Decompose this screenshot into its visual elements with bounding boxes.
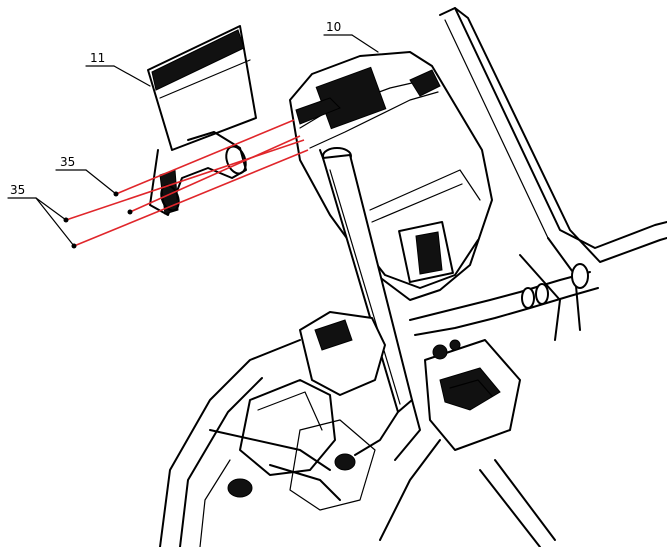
- callout-11: 11: [85, 51, 151, 87]
- center-post: [322, 147, 421, 461]
- callout-label-10: 10: [326, 20, 341, 34]
- callout-35-lower: 35: [7, 183, 75, 247]
- callout-label-35-upper: 35: [60, 155, 75, 169]
- assembly-guide-lines: [65, 119, 309, 247]
- callout-10: 10: [323, 20, 379, 53]
- pivot-bolt-icon: [227, 478, 253, 498]
- lower-frame: [159, 311, 556, 547]
- screws: [63, 191, 133, 249]
- screw-icon: [127, 209, 133, 215]
- callout-35-upper: 35: [55, 155, 117, 195]
- cup-holder: [409, 263, 599, 451]
- pivot-bolt-icon: [334, 453, 356, 471]
- tablet-holder: [147, 25, 257, 216]
- console-unit: [289, 51, 493, 301]
- callout-label-35-lower: 35: [10, 183, 25, 197]
- callout-label-11: 11: [90, 51, 105, 65]
